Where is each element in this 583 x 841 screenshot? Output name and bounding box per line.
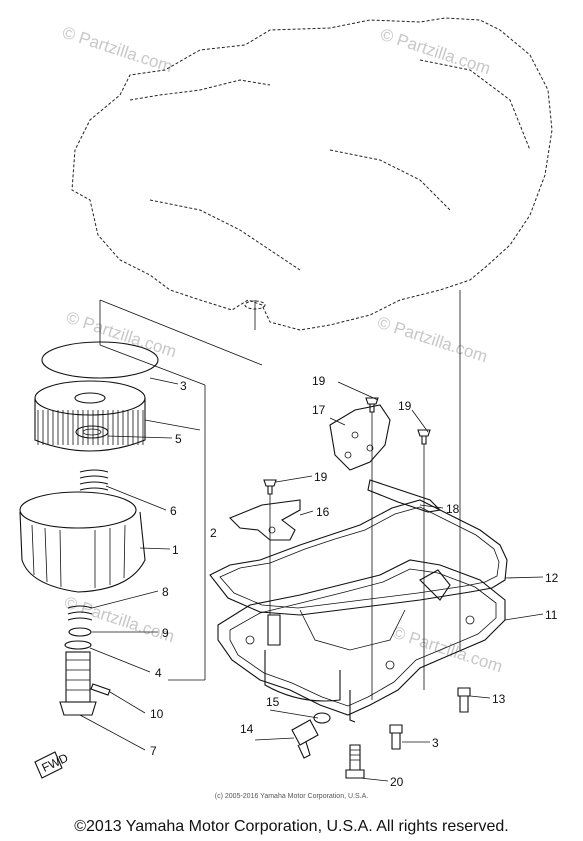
copyright-footer: ©2013 Yamaha Motor Corporation, U.S.A. A… (74, 818, 509, 835)
o-ring-large (41, 341, 159, 379)
screw-19-left (263, 479, 277, 495)
callout-19-right: 19 (398, 399, 412, 413)
callout-3-filter: 3 (180, 379, 187, 393)
callout-7: 7 (150, 744, 157, 758)
screw-19-right (417, 429, 431, 445)
callout-17: 17 (312, 403, 326, 417)
callout-16: 16 (316, 505, 330, 519)
drain-plug (291, 719, 319, 759)
washer (75, 425, 109, 439)
callout-6: 6 (170, 504, 177, 518)
bolt-13-lower (389, 724, 403, 750)
drain-washer (313, 712, 331, 724)
callout-8: 8 (162, 585, 169, 599)
callout-19-top: 19 (312, 374, 326, 388)
callout-13-right: 13 (492, 692, 506, 706)
oil-pan-gasket (209, 499, 508, 616)
o-ring-bolt (64, 640, 92, 650)
screw-small (90, 683, 111, 696)
callout-3-bolt: 3 (432, 736, 439, 750)
group-bracket (99, 299, 263, 681)
bolt-20 (345, 744, 365, 779)
engine-outline (71, 17, 553, 331)
callout-14: 14 (240, 722, 254, 736)
callout-15: 15 (266, 695, 280, 709)
callout-11: 11 (545, 608, 558, 622)
callout-1: 1 (172, 543, 179, 557)
callout-2: 2 (210, 526, 217, 540)
spring (79, 469, 109, 491)
front-marker: FWD (34, 751, 71, 779)
callout-18: 18 (446, 502, 460, 516)
leader-lines (79, 377, 544, 782)
small-spring (67, 605, 93, 621)
strainer-plate (229, 499, 301, 541)
small-credit: (c) 2005-2016 Yamaha Motor Corporation, … (214, 793, 369, 800)
callout-12: 12 (545, 571, 559, 585)
bolt-13-right (457, 687, 471, 713)
callout-4: 4 (155, 666, 162, 680)
callout-10: 10 (150, 707, 164, 721)
baffle-plate (329, 404, 391, 471)
filter-cover (19, 491, 146, 593)
callout-9: 9 (162, 626, 169, 640)
oil-filter-element (34, 380, 146, 452)
callout-20: 20 (390, 775, 404, 789)
callout-5: 5 (175, 432, 182, 446)
screw-19-top (365, 397, 379, 413)
assembly-lines (254, 290, 461, 700)
baffle-gasket (367, 479, 442, 513)
o-ring-small (68, 627, 92, 637)
filter-bolt (59, 651, 97, 716)
callout-19-left: 19 (314, 470, 328, 484)
oil-pan (217, 559, 506, 723)
callout-labels: 1 2 3 4 5 6 7 8 9 10 11 12 13 14 15 16 1… (150, 374, 559, 789)
